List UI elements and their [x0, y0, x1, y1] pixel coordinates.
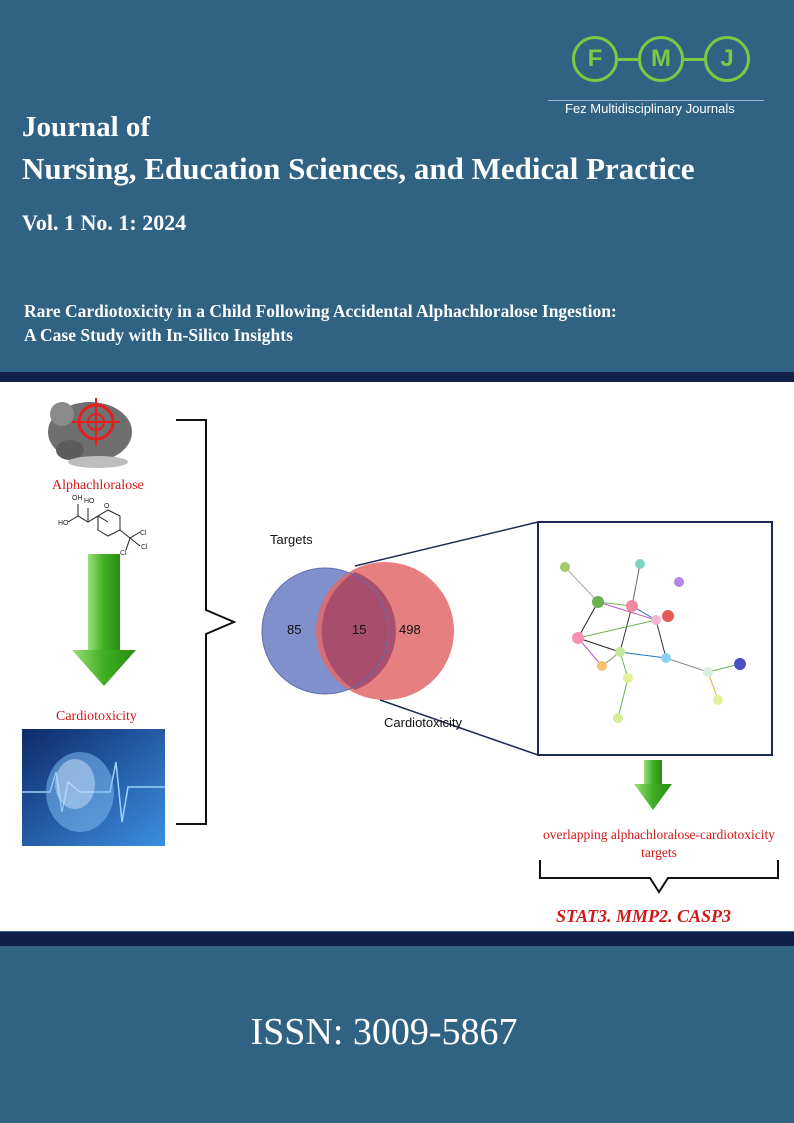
zoom-line: [379, 699, 539, 756]
fmj-logo: F M J: [568, 30, 758, 90]
svg-text:HO: HO: [58, 520, 69, 527]
alphachloralose-label: Alphachloralose: [52, 478, 144, 493]
heart-image: [22, 729, 165, 846]
overlap-caption-line2: targets: [641, 845, 677, 860]
bottom-navy-band: [0, 932, 794, 946]
svg-text:Cl: Cl: [120, 550, 127, 557]
svg-text:Cl: Cl: [140, 530, 147, 537]
key-targets: STAT3. MMP2. CASP3: [556, 906, 732, 926]
svg-text:HO: HO: [84, 498, 95, 505]
venn-overlap-count: 15: [352, 622, 367, 637]
article-title: Rare Cardiotoxicity in a Child Following…: [24, 299, 784, 347]
logo-letter-m: M: [638, 36, 684, 82]
overlap-caption-line1: overlapping alphachloralose-cardiotoxici…: [542, 827, 776, 842]
logo-letter-j: J: [704, 36, 750, 82]
journal-title-line2: Nursing, Education Sciences, and Medical…: [22, 151, 695, 186]
venn-left-label: Targets: [270, 532, 313, 547]
volume-info: Vol. 1 No. 1: 2024: [22, 210, 187, 235]
graphical-abstract-art: HO OH HO O Cl Cl Cl: [22, 390, 779, 894]
alphachloralose-structure: HO OH HO O Cl Cl Cl: [58, 495, 148, 557]
publisher-name: Fez Multidisciplinary Journals: [565, 101, 735, 116]
cardiotoxicity-label: Cardiotoxicity: [56, 709, 137, 724]
venn-diagram: [261, 562, 454, 700]
logo-link: [684, 58, 704, 61]
venn-left-count: 85: [287, 622, 302, 637]
logo-letter-f: F: [572, 36, 618, 82]
target-brace: [539, 860, 779, 894]
small-down-arrow-icon: [634, 760, 672, 810]
article-title-line1: Rare Cardiotoxicity in a Child Following…: [24, 301, 617, 321]
svg-text:O: O: [104, 503, 110, 510]
svg-text:Cl: Cl: [141, 544, 148, 551]
overlap-caption: overlapping alphachloralose-cardiotoxici…: [536, 826, 782, 862]
down-arrow-icon: [72, 554, 136, 686]
zoom-line: [354, 521, 539, 567]
journal-title-line1: Journal of: [22, 111, 151, 143]
issn: ISSN: 3009-5867: [250, 1011, 518, 1053]
venn-right-label: Cardiotoxicity: [384, 715, 463, 730]
ppi-network: [560, 559, 746, 723]
svg-text:OH: OH: [72, 495, 83, 502]
grouping-brace: [176, 419, 237, 825]
graphical-abstract: HO OH HO O Cl Cl Cl: [0, 382, 794, 931]
cover-footer: [0, 947, 794, 1123]
logo-rule: [548, 100, 764, 101]
rat-image: [28, 390, 148, 474]
top-navy-band: [0, 372, 794, 382]
article-title-line2: A Case Study with In-Silico Insights: [24, 325, 293, 345]
venn-right-count: 498: [399, 622, 421, 637]
logo-link: [618, 58, 638, 61]
